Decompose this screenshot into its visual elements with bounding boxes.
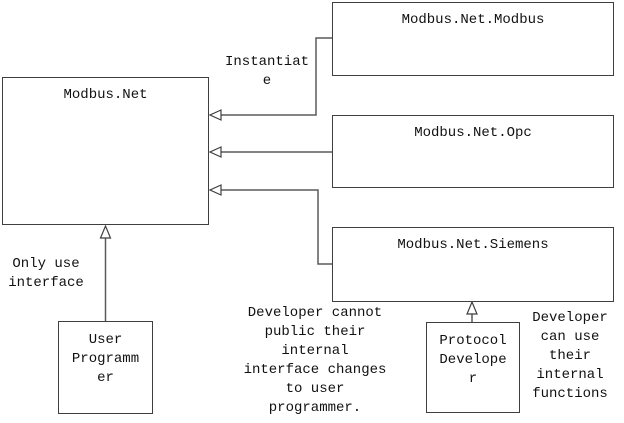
connector-lines: [104, 37, 473, 322]
node-label: Protocol Developer: [439, 333, 507, 387]
node-modbus-net-opc: Modbus.Net.Opc: [332, 115, 614, 188]
arrowheads: [99, 109, 478, 315]
node-label: User Programmer: [71, 332, 140, 386]
note-developer-can-use: Developer can use their internal functio…: [532, 310, 608, 402]
arrowhead-left-icon: [208, 184, 222, 196]
arrowhead-left-icon: [208, 146, 222, 158]
node-user-programmer: User Programmer: [58, 321, 153, 414]
node-label: Modbus.Net.Modbus: [401, 12, 545, 28]
node-label: Modbus.Net: [63, 87, 148, 103]
node-modbus-net-modbus: Modbus.Net.Modbus: [332, 2, 614, 76]
arrow-siemens-to-core-line: [221, 189, 332, 265]
note-only-use-interface: Only use interface: [8, 256, 84, 291]
node-protocol-developer: Protocol Developer: [426, 322, 520, 413]
arrowhead-up-icon: [99, 224, 112, 239]
node-modbus-net: Modbus.Net: [2, 77, 209, 225]
note-developer-cannot: Developer cannot public their internal i…: [243, 305, 387, 416]
arrowhead-left-icon: [208, 109, 222, 121]
arrow-modbus-to-core-line: [221, 37, 332, 116]
node-modbus-net-siemens: Modbus.Net.Siemens: [332, 227, 614, 302]
node-label: Modbus.Net.Opc: [414, 125, 532, 141]
node-label: Modbus.Net.Siemens: [397, 237, 549, 253]
label-instantiate: Instantiate: [224, 54, 309, 89]
arrowhead-up-icon: [466, 300, 478, 315]
